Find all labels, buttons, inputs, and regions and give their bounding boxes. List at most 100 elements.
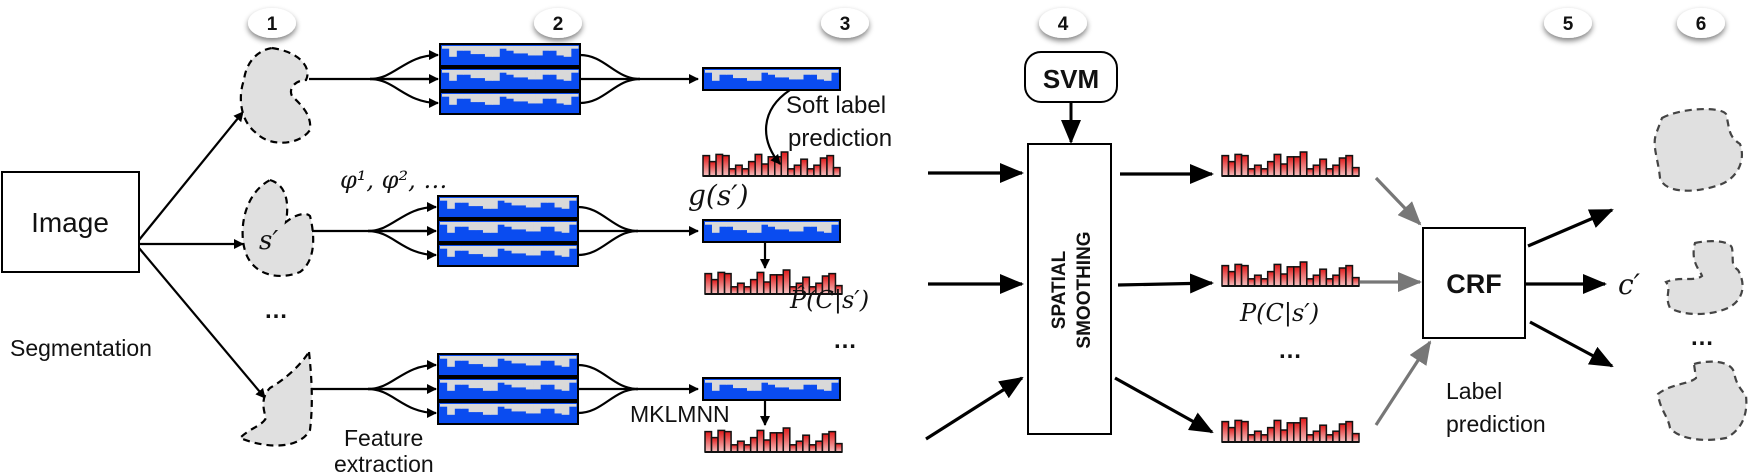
feature-cell xyxy=(468,246,477,255)
feature-cell xyxy=(747,70,755,81)
smoothing-input-arrows xyxy=(925,163,1024,441)
feature-cell xyxy=(477,70,486,79)
feature-cell xyxy=(547,404,556,409)
histogram-bar xyxy=(1332,274,1341,287)
feature-cell xyxy=(775,70,783,78)
feature-row xyxy=(439,91,581,115)
histogram-bar xyxy=(1286,422,1295,443)
feature-cell xyxy=(535,94,543,104)
histogram-bar xyxy=(1345,264,1354,287)
feature-cell xyxy=(831,222,839,225)
feature-cell xyxy=(490,356,498,367)
feature-cell xyxy=(533,198,541,208)
feature-cell xyxy=(447,246,455,257)
feature-cell xyxy=(482,198,491,209)
histogram-bar xyxy=(1338,267,1347,287)
feature-cell xyxy=(461,380,470,385)
histogram-smoothed-3 xyxy=(1221,417,1360,443)
feature-cell xyxy=(726,380,734,385)
feature-cell xyxy=(461,198,470,203)
feature-cell xyxy=(468,404,477,413)
feature-cell xyxy=(712,70,720,81)
feature-cell xyxy=(492,94,500,105)
histogram-bar xyxy=(734,164,743,177)
segmentation-arrows xyxy=(138,111,266,399)
histogram-bar xyxy=(813,164,822,177)
histogram-bar xyxy=(715,153,724,177)
histogram-bar xyxy=(782,269,791,295)
feature-cell xyxy=(497,404,505,407)
feature-cell xyxy=(470,94,479,103)
vectors-ellipsis: … xyxy=(833,327,857,354)
feature-cell xyxy=(540,222,548,227)
feature-cell xyxy=(712,222,720,233)
histogram-bar xyxy=(1279,429,1288,443)
feature-cell xyxy=(511,198,520,206)
feature-cell xyxy=(540,356,548,361)
feature-cell xyxy=(525,198,534,208)
feature-row xyxy=(437,377,579,401)
feature-cell xyxy=(449,46,457,57)
segment-shape-3 xyxy=(238,348,313,447)
feature-cell xyxy=(440,222,448,225)
feature-cell xyxy=(482,356,491,367)
feature-extraction-label-2: extraction xyxy=(334,451,434,474)
histogram-bar xyxy=(749,436,758,453)
feature-cell xyxy=(511,404,520,412)
feature-cell xyxy=(525,404,534,414)
feature-cell xyxy=(775,380,783,388)
histogram-bar xyxy=(1227,426,1236,443)
histogram-bar xyxy=(787,168,796,177)
step-number: 6 xyxy=(1696,14,1707,35)
c-math-label: c′ xyxy=(1618,268,1641,301)
feature-cell xyxy=(563,94,572,105)
feature-cell xyxy=(533,404,541,414)
feature-cell xyxy=(570,70,579,73)
feature-cell xyxy=(468,356,477,365)
histogram-bar xyxy=(795,440,804,453)
histogram-bar xyxy=(1247,168,1256,177)
feature-cell xyxy=(504,222,513,227)
histogram-bar xyxy=(1293,266,1302,287)
histogram-bar xyxy=(1279,273,1288,287)
histogram-bar xyxy=(1319,268,1328,287)
feature-cell xyxy=(547,246,556,251)
soft-label-vector-3 xyxy=(702,377,841,401)
histogram-bar xyxy=(1306,168,1315,177)
feature-cell xyxy=(570,46,579,49)
feature-cell xyxy=(563,46,572,57)
features-math-label: φ¹, φ², … xyxy=(340,166,447,194)
feature-cell xyxy=(520,46,529,54)
histogram-bar xyxy=(1260,434,1269,443)
feature-cell xyxy=(518,246,527,254)
feature-cell xyxy=(468,222,477,231)
step-badge-5: 5 xyxy=(1544,8,1592,38)
feature-cell xyxy=(447,198,455,209)
feature-cell xyxy=(535,46,543,56)
histogram-bar xyxy=(756,271,765,295)
histogram-bar xyxy=(1227,270,1236,287)
feature-cell xyxy=(447,222,455,233)
smoothing-label: SMOOTHING xyxy=(1074,231,1095,348)
feature-row xyxy=(439,67,581,91)
feature-cell xyxy=(506,70,515,75)
feature-cell xyxy=(719,222,727,227)
feature-cell xyxy=(782,380,790,388)
soft-label-text-1: Soft label xyxy=(786,92,886,119)
feature-cell xyxy=(440,404,448,407)
histogram-bar xyxy=(1234,153,1243,177)
feature-cell xyxy=(533,356,541,366)
fan-in-arrow xyxy=(367,360,437,391)
segment-shape-s-prime xyxy=(241,178,315,278)
histogram-bar xyxy=(1240,264,1249,287)
histogram-bar xyxy=(1293,156,1302,177)
feature-cell xyxy=(499,94,507,97)
feature-cell xyxy=(518,404,527,412)
feature-cell xyxy=(463,46,472,51)
histogram-bar xyxy=(754,153,763,177)
feature-cell xyxy=(568,380,577,383)
histogram-bar xyxy=(793,164,802,177)
feature-stack-2 xyxy=(367,195,699,267)
histogram-bar xyxy=(782,427,791,453)
histogram-bar xyxy=(1332,430,1341,443)
